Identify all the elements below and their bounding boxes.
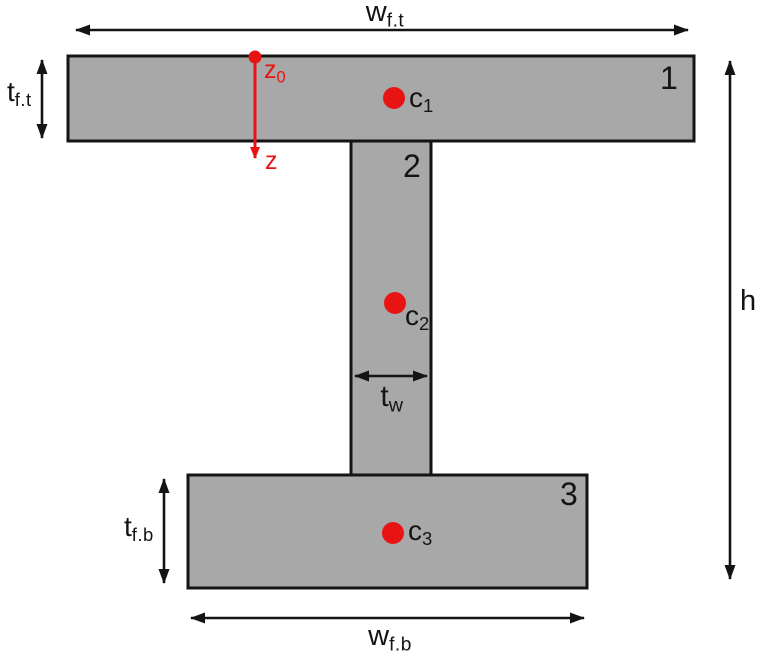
centroid-label-c2-main: c xyxy=(405,300,419,331)
dim-label-w-fb-sub: f.b xyxy=(389,634,412,656)
centroid-label-c3-sub: 3 xyxy=(422,528,433,550)
top-flange-shape xyxy=(66,54,696,143)
axis-label-z0-sub: 0 xyxy=(276,68,287,87)
centroid-label-c1-main: c xyxy=(409,82,423,113)
centroid-label-c2-sub: 2 xyxy=(419,313,430,335)
part-number-top-flange: 1 xyxy=(660,60,678,96)
dim-label-w-ft-sub: f.t xyxy=(386,10,405,32)
centroid-c3-dot xyxy=(382,522,404,544)
dim-label-w-ft-main: w xyxy=(365,0,387,28)
dim-label-w-ft: wf.t xyxy=(366,0,404,30)
z-origin-dot xyxy=(248,50,262,64)
centroid-c1-dot xyxy=(383,87,405,109)
dim-label-h-main: h xyxy=(740,285,757,317)
dim-label-t-ft-sub: f.t xyxy=(14,89,32,111)
dim-label-w-fb: wf.b xyxy=(368,620,412,656)
dim-label-w-fb-main: w xyxy=(368,620,390,652)
axis-label-z: z xyxy=(265,149,278,174)
centroid-label-c3-main: c xyxy=(408,515,422,546)
part-number-web: 2 xyxy=(403,148,421,184)
dim-label-t-ft: tf.t xyxy=(7,78,32,110)
dim-label-t-ft-main: t xyxy=(7,76,15,107)
dim-label-t-w-sub: w xyxy=(388,394,404,417)
dim-label-h: h xyxy=(740,287,756,316)
axis-label-z-main: z xyxy=(265,147,278,175)
centroid-label-c2: c2 xyxy=(405,302,430,334)
dim-label-t-fb-sub: f.b xyxy=(131,524,154,546)
axis-label-z0-main: z xyxy=(264,56,277,84)
centroid-label-c3: c3 xyxy=(408,517,433,549)
centroid-label-c1-sub: 1 xyxy=(423,95,434,117)
dim-label-t-w-main: t xyxy=(380,380,389,413)
part-number-bottom-flange: 3 xyxy=(560,476,578,512)
dim-label-t-fb: tf.b xyxy=(124,513,154,545)
centroid-label-c1: c1 xyxy=(409,84,434,116)
dim-label-t-w: tw xyxy=(380,382,403,416)
dim-label-t-fb-main: t xyxy=(124,511,132,542)
centroid-c2-dot xyxy=(384,292,406,314)
axis-label-z0: z0 xyxy=(264,58,286,86)
